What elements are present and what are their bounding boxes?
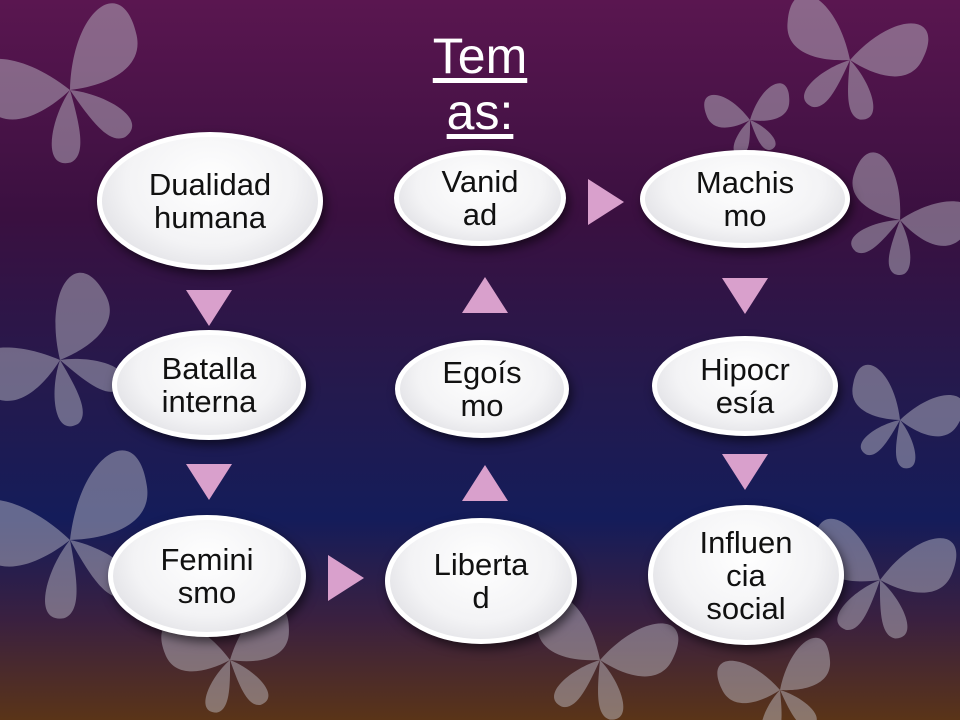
arrow-down-1 — [186, 290, 232, 326]
arrow-down-3 — [722, 278, 768, 314]
arrow-up-2 — [462, 277, 508, 313]
arrow-right-2 — [588, 179, 624, 225]
arrow-up-1 — [462, 465, 508, 501]
arrow-down-2 — [186, 464, 232, 500]
arrow-down-4 — [722, 454, 768, 490]
slide-title: Tem as: — [432, 28, 528, 140]
arrow-right-1 — [328, 555, 364, 601]
